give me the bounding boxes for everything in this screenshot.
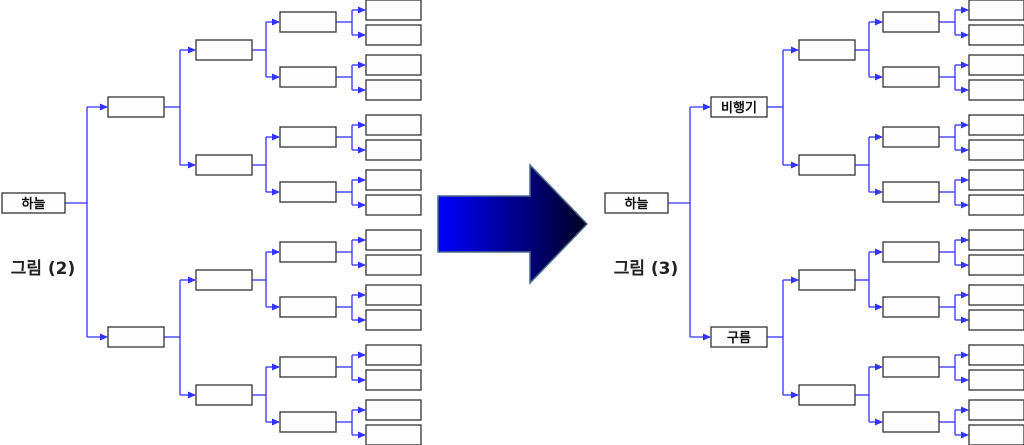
level-4-node — [365, 424, 422, 445]
level-2-node — [798, 154, 856, 176]
level-3-node — [279, 241, 337, 263]
level-4-node — [365, 169, 422, 191]
root-node-label: 하늘 — [22, 196, 46, 212]
level-3-node — [882, 181, 940, 203]
figure-2-tree: 하늘 — [1, 0, 422, 445]
level-2-node — [195, 154, 253, 176]
level-1-node — [107, 326, 165, 348]
level-4-node — [968, 284, 1024, 306]
level-1-node-label: 구름 — [727, 331, 751, 346]
level-4-node — [968, 254, 1024, 276]
level-4-node — [365, 139, 422, 161]
level-3-node — [882, 241, 940, 263]
level-4-node — [968, 24, 1024, 46]
level-4-node — [365, 54, 422, 76]
level-3-node — [882, 126, 940, 148]
level-4-node — [365, 229, 422, 251]
level-2-node — [798, 269, 856, 291]
level-2-node — [195, 39, 253, 61]
level-4-node — [365, 309, 422, 331]
level-3-node — [279, 66, 337, 88]
level-4-node — [968, 344, 1024, 366]
level-1-node — [710, 326, 768, 348]
level-3-node — [279, 296, 337, 318]
level-3-node — [279, 356, 337, 378]
level-3-node — [279, 411, 337, 433]
level-4-node — [365, 369, 422, 391]
level-4-node — [968, 79, 1024, 101]
level-2-node — [195, 384, 253, 406]
level-3-node — [279, 126, 337, 148]
level-1-node-label: 비행기 — [721, 100, 757, 116]
level-4-node — [968, 139, 1024, 161]
level-4-node — [968, 309, 1024, 331]
level-2-node — [798, 39, 856, 61]
level-1-node — [710, 96, 768, 118]
level-4-node — [365, 24, 422, 46]
level-4-node — [365, 79, 422, 101]
level-4-node — [365, 194, 422, 216]
figure-3-caption: 그림 (3) — [614, 259, 679, 279]
level-4-node — [365, 344, 422, 366]
figure-2-caption: 그림 (2) — [11, 259, 76, 279]
right-arrow-icon — [437, 163, 589, 285]
level-4-node — [968, 399, 1024, 421]
level-1-node — [107, 96, 165, 118]
root-node — [604, 192, 669, 214]
level-4-node — [365, 284, 422, 306]
level-3-node — [279, 181, 337, 203]
level-2-node — [798, 384, 856, 406]
level-4-node — [968, 229, 1024, 251]
root-node — [1, 192, 66, 214]
level-3-node — [882, 296, 940, 318]
level-4-node — [968, 169, 1024, 191]
level-3-node — [882, 356, 940, 378]
level-4-node — [968, 114, 1024, 136]
level-4-node — [365, 114, 422, 136]
level-3-node — [882, 411, 940, 433]
level-4-node — [968, 194, 1024, 216]
level-2-node — [195, 269, 253, 291]
level-4-node — [968, 369, 1024, 391]
level-3-node — [279, 11, 337, 33]
level-4-node — [365, 399, 422, 421]
level-3-node — [882, 11, 940, 33]
level-4-node — [365, 254, 422, 276]
root-node-label: 하늘 — [625, 196, 649, 212]
level-4-node — [365, 0, 422, 21]
level-4-node — [968, 0, 1024, 21]
level-4-node — [968, 54, 1024, 76]
level-3-node — [882, 66, 940, 88]
level-4-node — [968, 424, 1024, 445]
